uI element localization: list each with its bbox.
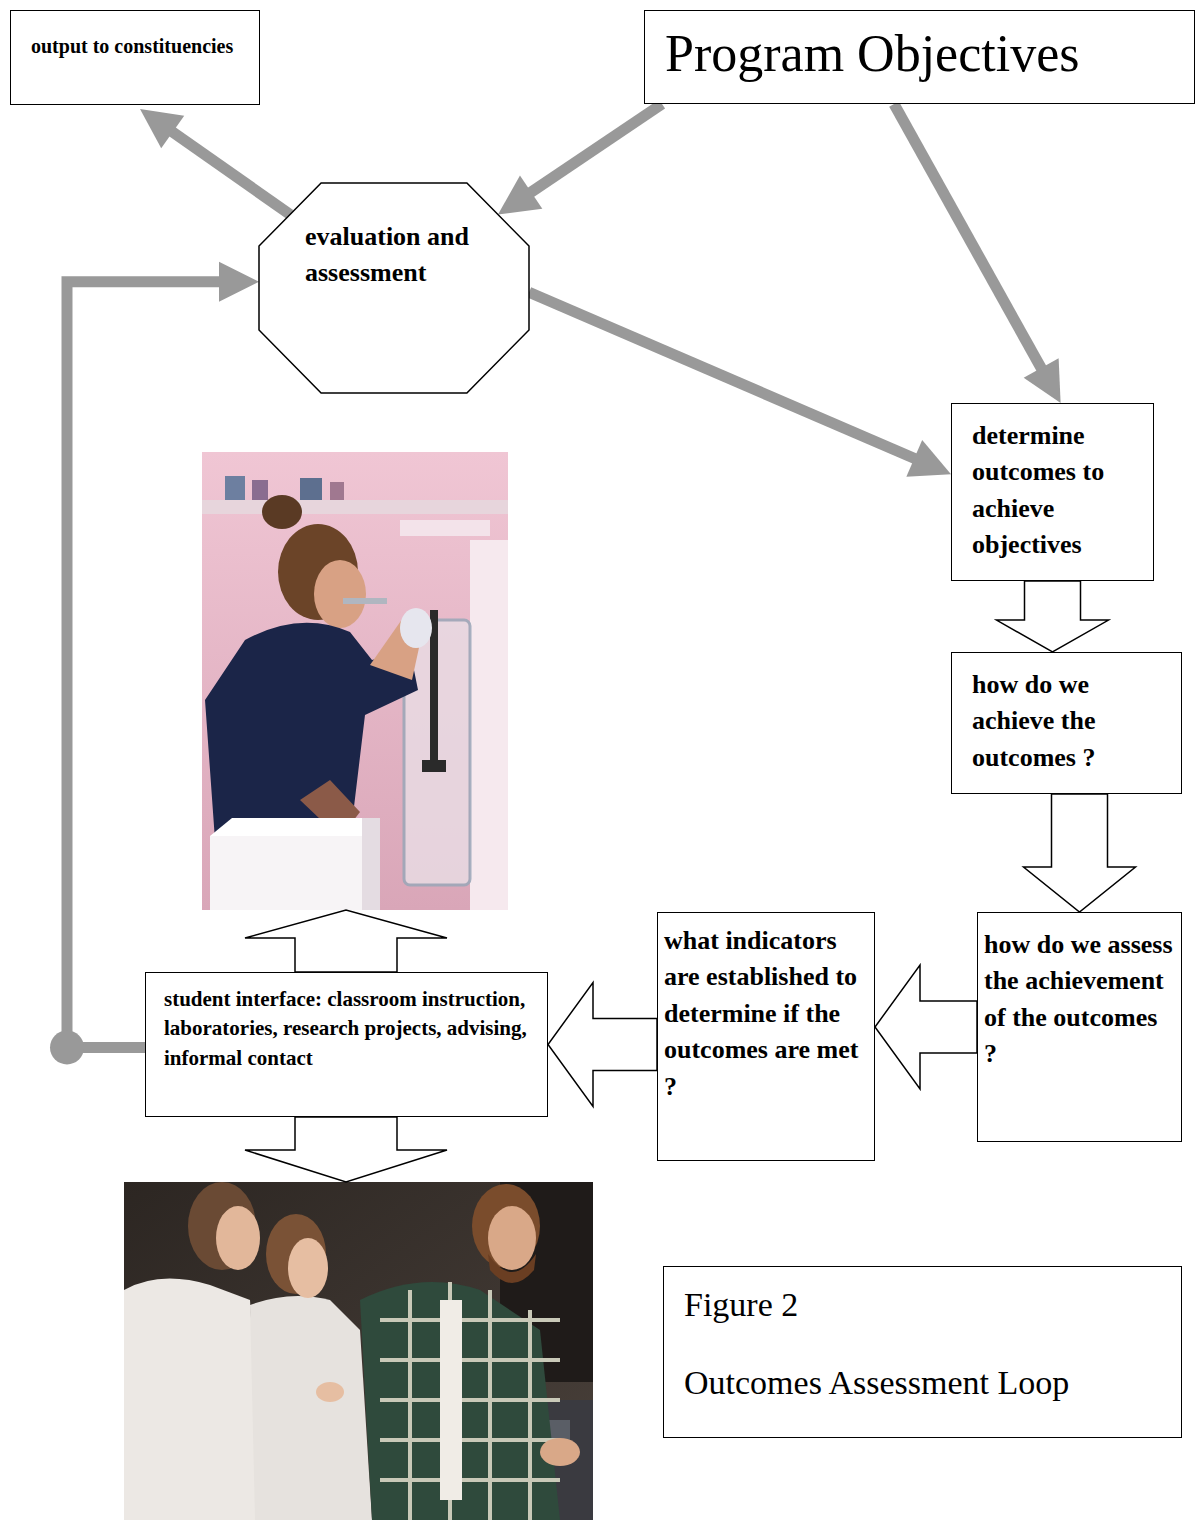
block-arrow: [875, 965, 977, 1089]
process-box: what indicators are established to deter…: [657, 912, 875, 1161]
connector-line: [529, 292, 922, 461]
octagon-outline: [259, 183, 529, 393]
objectives-box: Program Objectives: [644, 10, 1195, 104]
node-content: Program Objectives: [665, 23, 1174, 85]
connector-line: [166, 127, 290, 214]
node-label: student interface: classroom instruction…: [164, 985, 529, 1073]
arrowhead: [498, 176, 542, 215]
arrowhead: [219, 262, 259, 302]
node-content: how do we achieve the outcomes ?: [972, 667, 1161, 776]
connector: [529, 292, 951, 477]
node-label: determine outcomes to achieve objectives: [972, 418, 1133, 564]
student-interface-box: student interface: classroom instruction…: [145, 972, 548, 1117]
node-content: Figure 2 Outcomes Assessment Loop: [684, 1283, 1161, 1405]
connector: [140, 109, 290, 215]
node-label: Figure 2: [684, 1283, 1161, 1327]
node-subtext: Outcomes Assessment Loop: [684, 1361, 1161, 1405]
figure-caption-box: Figure 2 Outcomes Assessment Loop: [663, 1266, 1182, 1438]
node-content: determine outcomes to achieve objectives: [972, 418, 1133, 564]
node-label: Program Objectives: [665, 23, 1174, 85]
connector: [498, 104, 662, 215]
connector: [997, 581, 1109, 652]
connector: [548, 983, 657, 1107]
node-content: student interface: classroom instruction…: [164, 985, 529, 1073]
connector: [875, 965, 977, 1089]
node-label: evaluation and assessment: [305, 219, 483, 292]
node-content: evaluation and assessment: [305, 219, 483, 292]
output-box: output to constituencies: [10, 10, 260, 105]
node-label: how do we assess the achievement of the …: [984, 927, 1175, 1073]
junction-dot: [50, 1030, 84, 1064]
arrowhead: [1024, 358, 1061, 403]
node-content: how do we assess the achievement of the …: [984, 927, 1175, 1073]
node-label: how do we achieve the outcomes ?: [972, 667, 1161, 776]
connector: [50, 262, 259, 1065]
arrowhead: [140, 109, 184, 148]
connector: [894, 104, 1061, 403]
connector: [1024, 794, 1136, 912]
block-arrow: [997, 581, 1109, 652]
process-box: determine outcomes to achieve objectives: [951, 403, 1154, 581]
arrowhead: [906, 440, 951, 477]
process-box: how do we achieve the outcomes ?: [951, 652, 1182, 794]
connector-line: [524, 104, 662, 197]
lab-photo-top: [202, 452, 508, 910]
node-content: output to constituencies: [31, 31, 239, 61]
connector-line: [894, 104, 1045, 375]
octagon-shape: [259, 183, 529, 393]
lab-photo-bottom: [124, 1182, 593, 1520]
block-arrow: [548, 983, 657, 1107]
connector-line: [67, 282, 227, 1048]
node-label: output to constituencies: [31, 31, 239, 61]
evaluation-octagon: evaluation and assessment: [259, 183, 529, 393]
block-arrow: [1024, 794, 1136, 912]
node-content: what indicators are established to deter…: [664, 923, 868, 1105]
process-box: how do we assess the achievement of the …: [977, 912, 1182, 1142]
node-label: what indicators are established to deter…: [664, 923, 868, 1105]
